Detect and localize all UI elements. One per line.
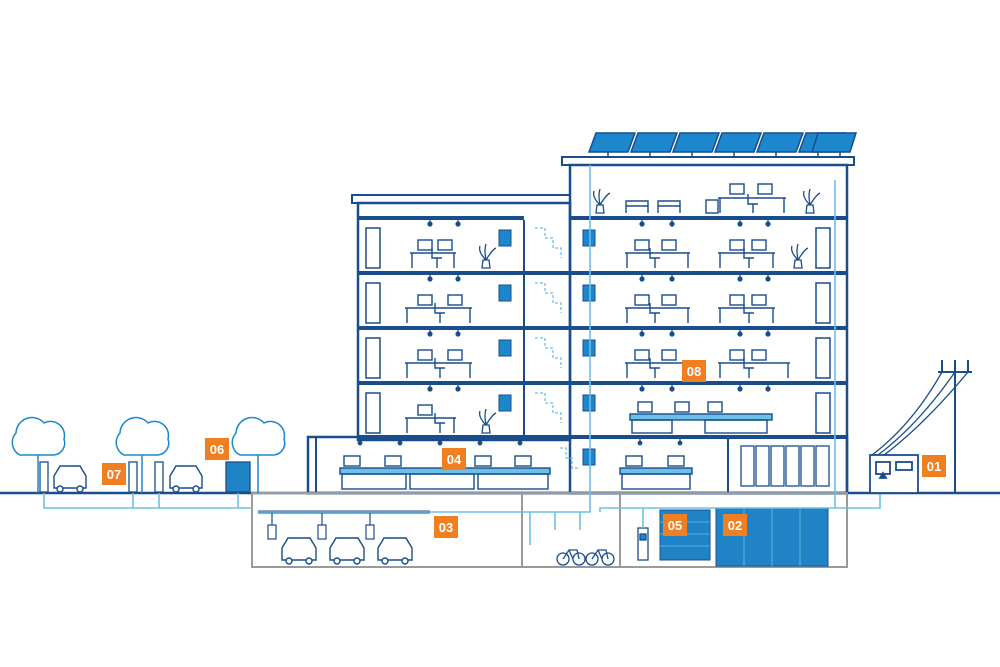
- basement-chargers: [267, 512, 375, 540]
- car-icon: [281, 537, 317, 565]
- ev-charger-icon: [128, 461, 138, 493]
- solar-panel-icon: [755, 132, 805, 153]
- ev-charger-icon: [365, 524, 375, 540]
- desk-icon: [629, 401, 773, 434]
- server-rack-icon: [815, 392, 831, 434]
- plant-icon: [592, 188, 611, 214]
- ev-charger-icon: [39, 461, 49, 493]
- solar-panel-icon: [713, 132, 763, 153]
- server-racks: [365, 227, 831, 434]
- ev-charger-icon: [317, 524, 327, 540]
- car-icon: [53, 465, 87, 493]
- desk-icon: [405, 349, 472, 378]
- plant-icon: [802, 188, 821, 214]
- ground-workstations: [339, 455, 693, 490]
- server-rack-icon: [365, 282, 381, 324]
- plant-icon: [478, 243, 497, 269]
- callout-01-label: 01: [927, 459, 941, 474]
- server-rack-icon: [365, 392, 381, 434]
- distribution-panels: [498, 229, 596, 466]
- ev-charger-icon: [637, 527, 649, 561]
- cable-network: [43, 165, 881, 545]
- street-trees: [11, 416, 286, 493]
- plants: [478, 188, 821, 434]
- bicycles: [556, 549, 615, 566]
- basement: [251, 492, 848, 568]
- desk-icon: [718, 294, 775, 323]
- solar-panel-array: [587, 132, 858, 153]
- callout-06: 06: [205, 438, 229, 460]
- solar-panel-icon: [587, 132, 637, 153]
- tree-icon: [231, 416, 286, 493]
- server-rack-icon: [815, 227, 831, 269]
- callout-01: 01: [922, 455, 946, 477]
- plant-icon: [790, 243, 809, 269]
- callouts: 01 02 03 04 05 06 07 08: [102, 360, 946, 538]
- server-rack-icon: [815, 337, 831, 379]
- plant-icon: [478, 408, 497, 434]
- basement-cars: [281, 537, 413, 565]
- server-rack-icon: [815, 282, 831, 324]
- callout-06-label: 06: [210, 442, 224, 457]
- lounge: [625, 183, 786, 214]
- solar-panel-icon: [629, 132, 679, 153]
- callout-05-label: 05: [668, 518, 682, 533]
- street-cars: [53, 465, 203, 493]
- desk-icon: [405, 294, 472, 323]
- callout-08-label: 08: [687, 364, 701, 379]
- building: [306, 156, 855, 495]
- office-desks: [339, 183, 790, 490]
- transformer-icon: [869, 454, 919, 494]
- bicycle-icon: [556, 549, 586, 566]
- desk-icon: [625, 349, 690, 378]
- callout-05: 05: [663, 514, 687, 536]
- callout-04: 04: [442, 448, 466, 470]
- solar-panel-icon: [671, 132, 721, 153]
- callout-04-label: 04: [447, 452, 462, 467]
- ev-charger-icon: [267, 524, 277, 540]
- desk-icon: [625, 294, 690, 323]
- tree-icon: [11, 416, 66, 493]
- callout-03: 03: [434, 516, 458, 538]
- callout-07: 07: [102, 463, 126, 485]
- bicycle-icon: [585, 549, 615, 566]
- desk-icon: [405, 404, 456, 433]
- callout-08: 08: [682, 360, 706, 382]
- street-chargers: [39, 461, 251, 493]
- switchgear-cabinets: [740, 445, 830, 487]
- solar-panel-icon: [810, 132, 858, 153]
- desk-icon: [625, 239, 690, 268]
- desk-icon: [718, 349, 790, 378]
- callout-02: 02: [723, 514, 747, 536]
- callout-02-label: 02: [728, 518, 742, 533]
- desk-icon: [410, 239, 456, 268]
- tree-icon: [115, 416, 170, 493]
- car-icon: [377, 537, 413, 565]
- charging-cabinet: [225, 461, 251, 493]
- ceiling-lamps: [357, 218, 771, 446]
- callout-07-label: 07: [107, 467, 121, 482]
- server-rack-icon: [365, 227, 381, 269]
- car-icon: [329, 537, 365, 565]
- server-rack-icon: [365, 337, 381, 379]
- car-icon: [169, 465, 203, 493]
- floor-slabs: [358, 216, 847, 439]
- stairwell: [535, 227, 578, 469]
- ev-charger-icon: [154, 461, 164, 493]
- desk-icon: [718, 239, 775, 268]
- power-pole-icon: [871, 360, 972, 493]
- callout-03-label: 03: [439, 520, 453, 535]
